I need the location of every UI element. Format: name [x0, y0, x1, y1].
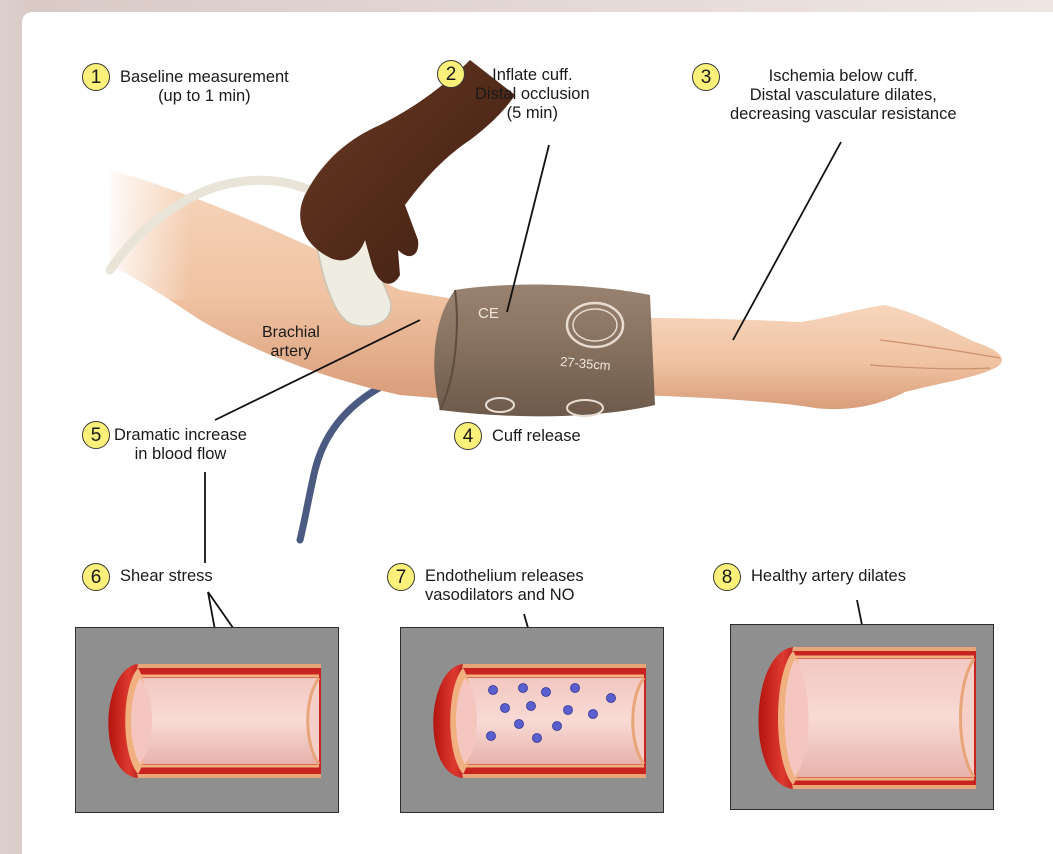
step-2: 2 Inflate cuff. Distal occlusion (5 min)	[437, 60, 590, 123]
artery-panel-no-release	[400, 627, 664, 813]
step-6-badge: 6	[82, 563, 110, 591]
artery-cross-section	[401, 628, 662, 811]
step-8-badge: 8	[713, 563, 741, 591]
step-1: 1 Baseline measurement (up to 1 min)	[82, 63, 289, 106]
step-2-text: Inflate cuff. Distal occlusion (5 min)	[475, 66, 590, 123]
step-3-text: Ischemia below cuff. Distal vasculature …	[730, 67, 957, 124]
step-6-text: Shear stress	[120, 567, 213, 586]
cuff-ce-mark: CE	[478, 305, 499, 322]
step-8: 8 Healthy artery dilates	[713, 563, 906, 591]
step-3-badge: 3	[692, 63, 720, 91]
step-1-badge: 1	[82, 63, 110, 91]
step-2-badge: 2	[437, 60, 465, 88]
step-5: 5 Dramatic increase in blood flow	[82, 421, 247, 464]
step-5-text: Dramatic increase in blood flow	[114, 426, 247, 464]
step-7: 7 Endothelium releases vasodilators and …	[387, 563, 584, 605]
step-4: 4 Cuff release	[454, 422, 581, 450]
step-5-badge: 5	[82, 421, 110, 449]
artery-cross-section	[731, 625, 992, 808]
step-7-badge: 7	[387, 563, 415, 591]
blood-pressure-cuff	[434, 285, 655, 417]
artery-cross-section	[76, 628, 337, 811]
step-1-text: Baseline measurement (up to 1 min)	[120, 68, 289, 106]
brachial-artery-label: Brachial artery	[262, 323, 320, 361]
forearm	[640, 305, 1002, 409]
step-8-text: Healthy artery dilates	[751, 567, 906, 586]
step-4-text: Cuff release	[492, 427, 581, 446]
step-3: 3 Ischemia below cuff. Distal vasculatur…	[692, 63, 957, 124]
step-4-badge: 4	[454, 422, 482, 450]
artery-panel-dilated	[730, 624, 994, 810]
artery-panel-shear-stress	[75, 627, 339, 813]
step-6: 6 Shear stress	[82, 563, 213, 591]
step-7-text: Endothelium releases vasodilators and NO	[425, 567, 584, 605]
